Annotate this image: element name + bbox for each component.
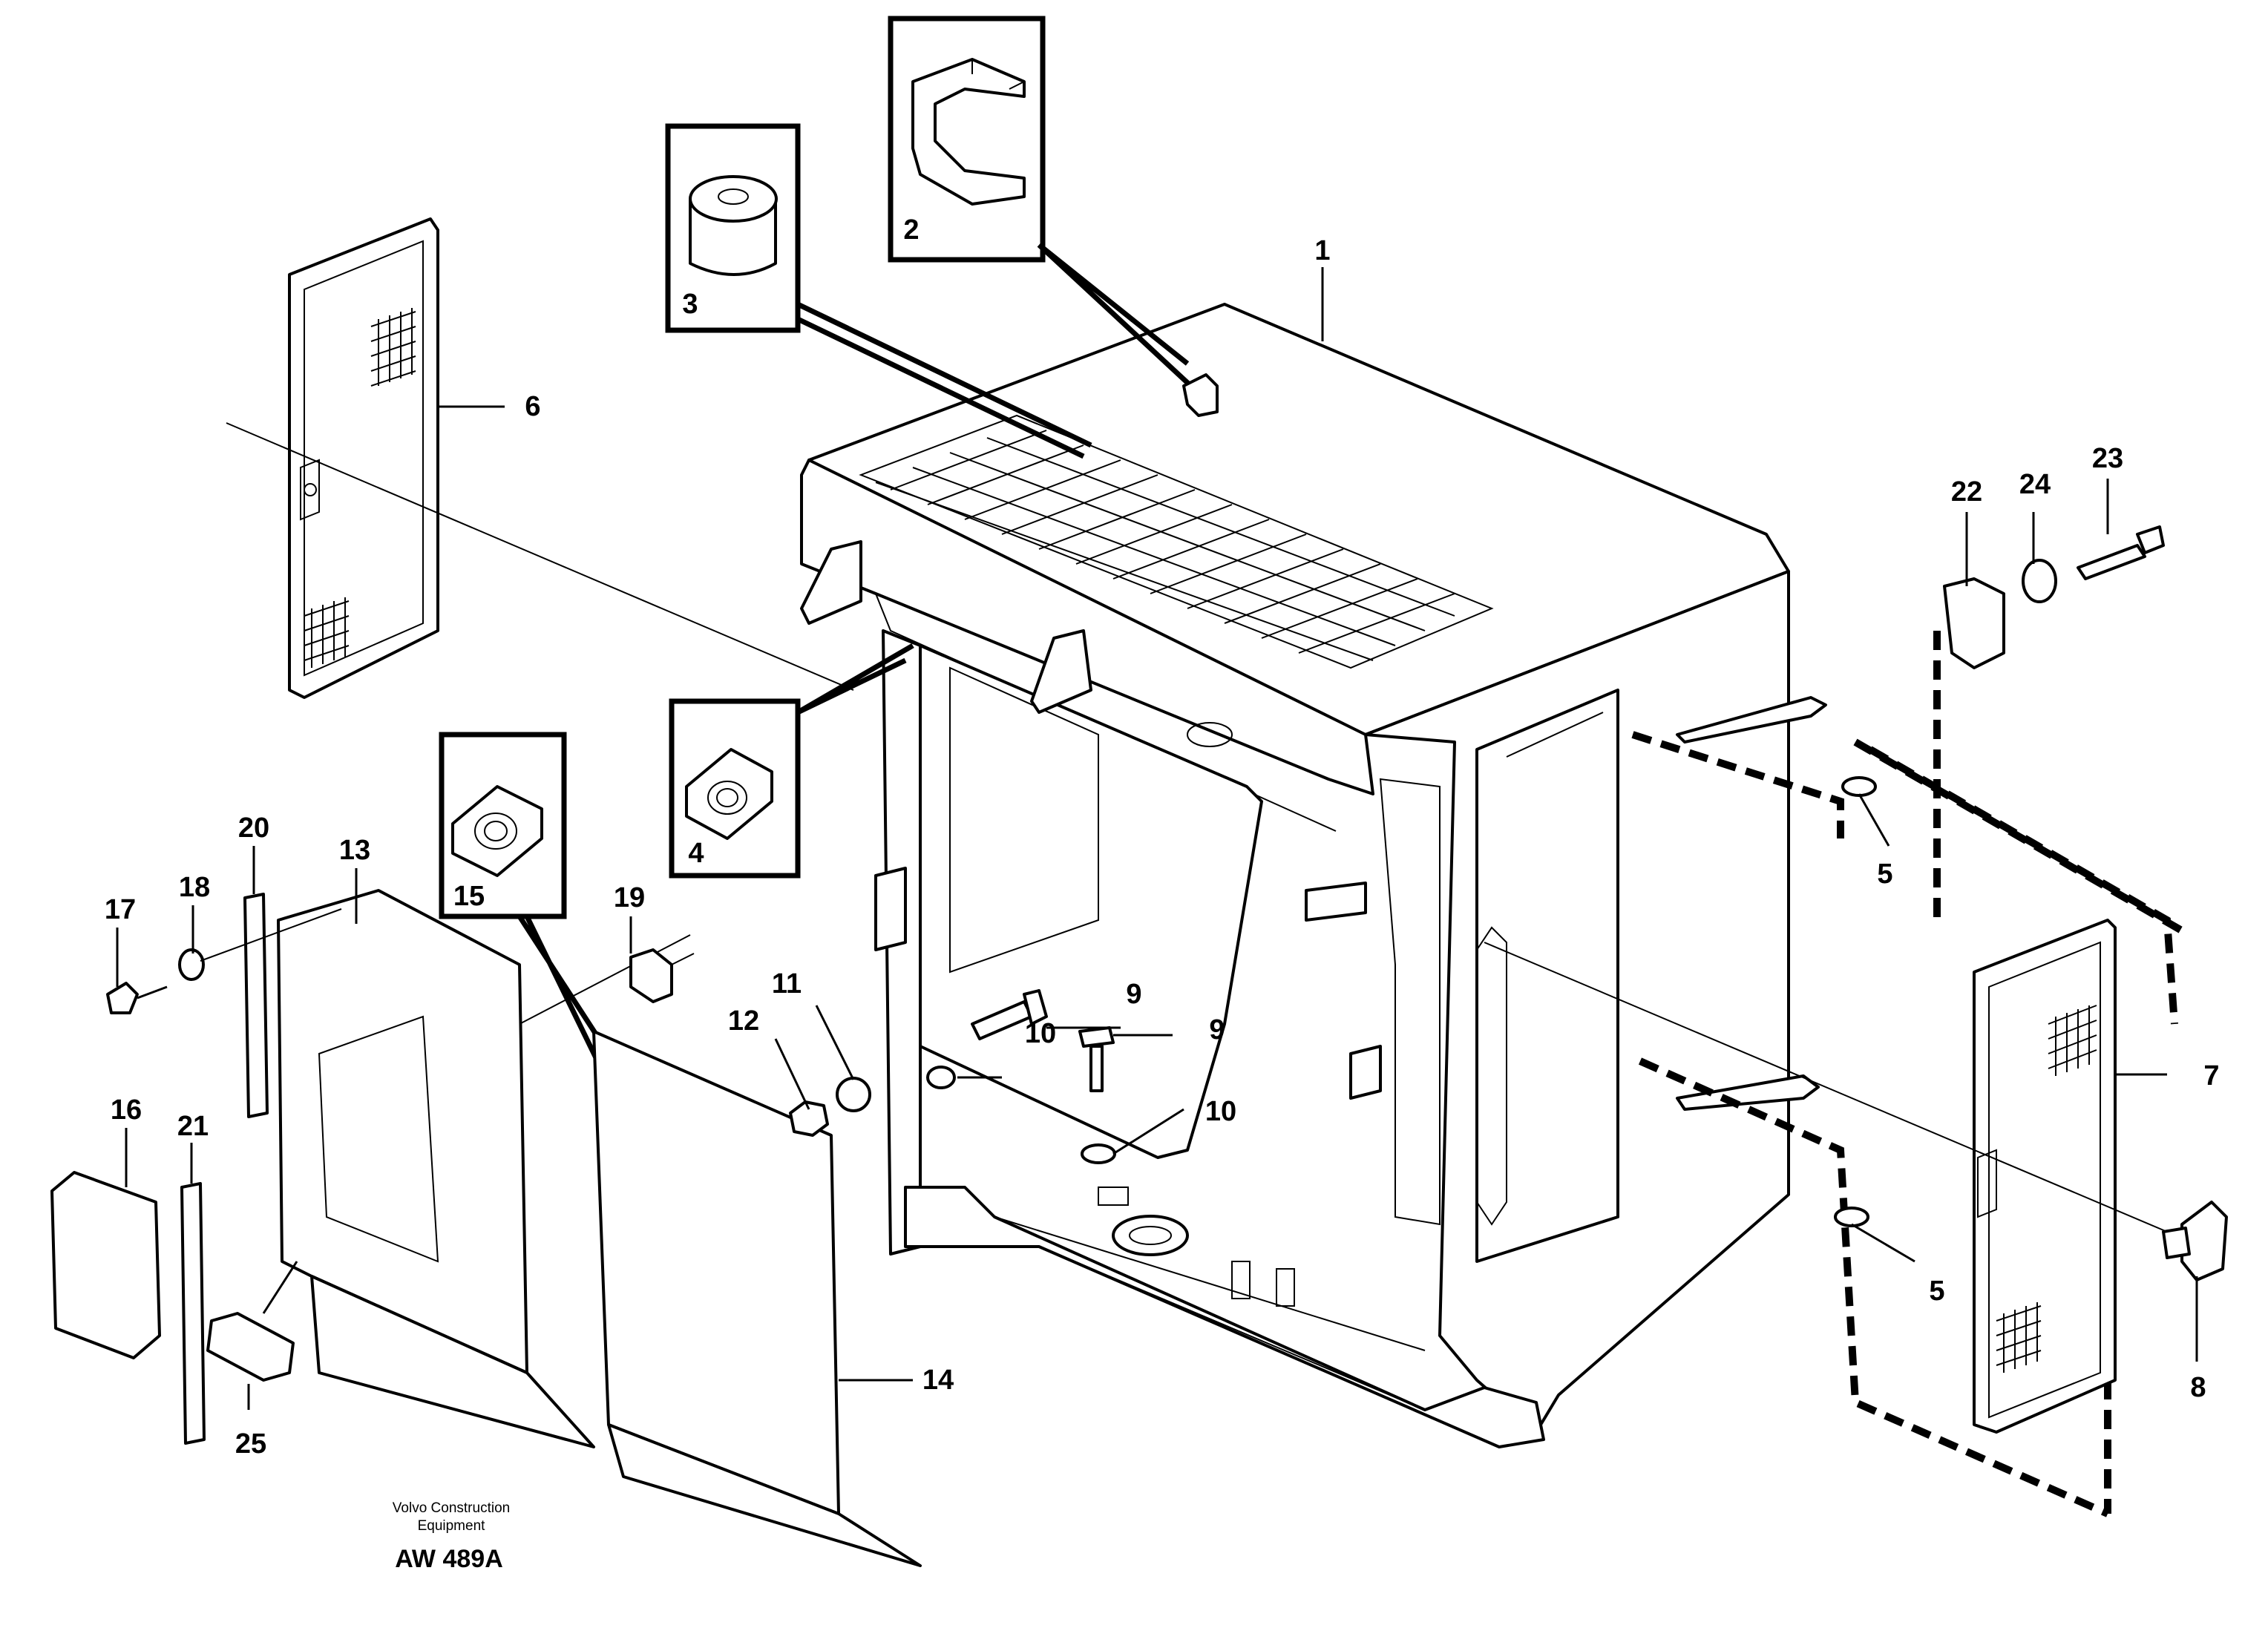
callout-10a: 10 xyxy=(1025,1018,1056,1049)
side-door-left xyxy=(288,217,439,699)
callout-11: 11 xyxy=(772,968,802,1000)
callout-15: 15 xyxy=(453,881,485,912)
drawing-code: AW 489A xyxy=(395,1545,503,1573)
callout-25: 25 xyxy=(235,1428,266,1460)
leader-bolt-axis xyxy=(200,908,342,962)
callout-labels: 1 2 3 4 5 5 6 7 8 9 9 10 10 11 12 13 14 … xyxy=(105,214,2220,1460)
callout-9b: 9 xyxy=(1209,1014,1225,1046)
bolt-17 xyxy=(106,982,168,1014)
hood-grille xyxy=(859,414,1494,669)
callout-5a: 5 xyxy=(1877,859,1892,890)
callout-10b: 10 xyxy=(1205,1096,1236,1127)
washer-24 xyxy=(2022,559,2057,603)
bracket-19 xyxy=(629,948,673,1003)
leader-box3 xyxy=(796,301,1092,459)
callout-20: 20 xyxy=(238,813,269,844)
clip-part-2 xyxy=(911,58,1026,206)
leader-latch-axis xyxy=(1484,942,2168,1233)
leader-box2 xyxy=(1037,243,1197,392)
callout-22: 22 xyxy=(1951,476,1982,508)
callout-23: 23 xyxy=(2092,443,2123,474)
callout-16: 16 xyxy=(111,1094,142,1126)
callout-leaders xyxy=(116,267,2198,1410)
bolt-9-vertical xyxy=(1078,1026,1115,1092)
callout-9a: 9 xyxy=(1126,979,1141,1010)
clip-on-hood xyxy=(1182,373,1219,417)
callout-21: 21 xyxy=(177,1111,209,1142)
dashed-outline-upper xyxy=(1631,631,2192,1025)
bolt-23 xyxy=(2077,544,2146,580)
callout-17: 17 xyxy=(105,894,136,925)
callout-19: 19 xyxy=(614,882,645,913)
leader-door6-axis xyxy=(226,422,854,691)
cage-nut-4 xyxy=(685,748,773,840)
callout-7: 7 xyxy=(2203,1060,2219,1092)
callout-14: 14 xyxy=(922,1365,954,1396)
leader-grommet xyxy=(262,1261,298,1314)
cage-nut-15 xyxy=(451,785,543,877)
leader-plate-axis xyxy=(519,934,691,1025)
rubber-bushing-3 xyxy=(689,175,778,276)
block-22 xyxy=(1943,577,2005,669)
callout-12: 12 xyxy=(728,1005,759,1037)
bolt-9-horizontal xyxy=(971,989,1048,1040)
washer-18 xyxy=(178,948,205,981)
cover-16 xyxy=(50,1171,161,1359)
dashed-outline-lower xyxy=(1638,1057,2111,1517)
callout-24: 24 xyxy=(2019,469,2051,500)
washer-10-a xyxy=(926,1066,956,1089)
callout-5b: 5 xyxy=(1929,1276,1944,1307)
callout-3: 3 xyxy=(682,289,698,320)
callout-18: 18 xyxy=(179,872,210,903)
leader-box4 xyxy=(796,643,914,715)
callout-13: 13 xyxy=(339,835,370,866)
washer-10-b xyxy=(1081,1143,1116,1164)
side-door-right xyxy=(1973,919,2117,1434)
callout-4: 4 xyxy=(688,838,704,869)
cover-plate-13 xyxy=(277,889,595,1448)
grommet-25 xyxy=(206,1312,295,1382)
seal-strip-20 xyxy=(243,893,269,1118)
cover-plate-14 xyxy=(592,1030,922,1567)
callout-2: 2 xyxy=(903,214,919,246)
caption-company-line2: Equipment xyxy=(418,1518,486,1534)
engine-hood xyxy=(800,303,1827,1448)
washer-5-b xyxy=(1834,1207,1869,1227)
latch-8 xyxy=(2180,1201,2228,1281)
drawing-caption: Volvo Construction Equipment AW 489A xyxy=(393,1500,510,1573)
seal-strip-21 xyxy=(180,1182,206,1445)
callout-1: 1 xyxy=(1314,235,1330,266)
callout-6: 6 xyxy=(525,391,540,422)
caption-company-line1: Volvo Construction xyxy=(393,1500,510,1516)
washer-11 xyxy=(836,1077,871,1112)
callout-8: 8 xyxy=(2190,1372,2206,1403)
washer-5-a xyxy=(1841,776,1877,797)
